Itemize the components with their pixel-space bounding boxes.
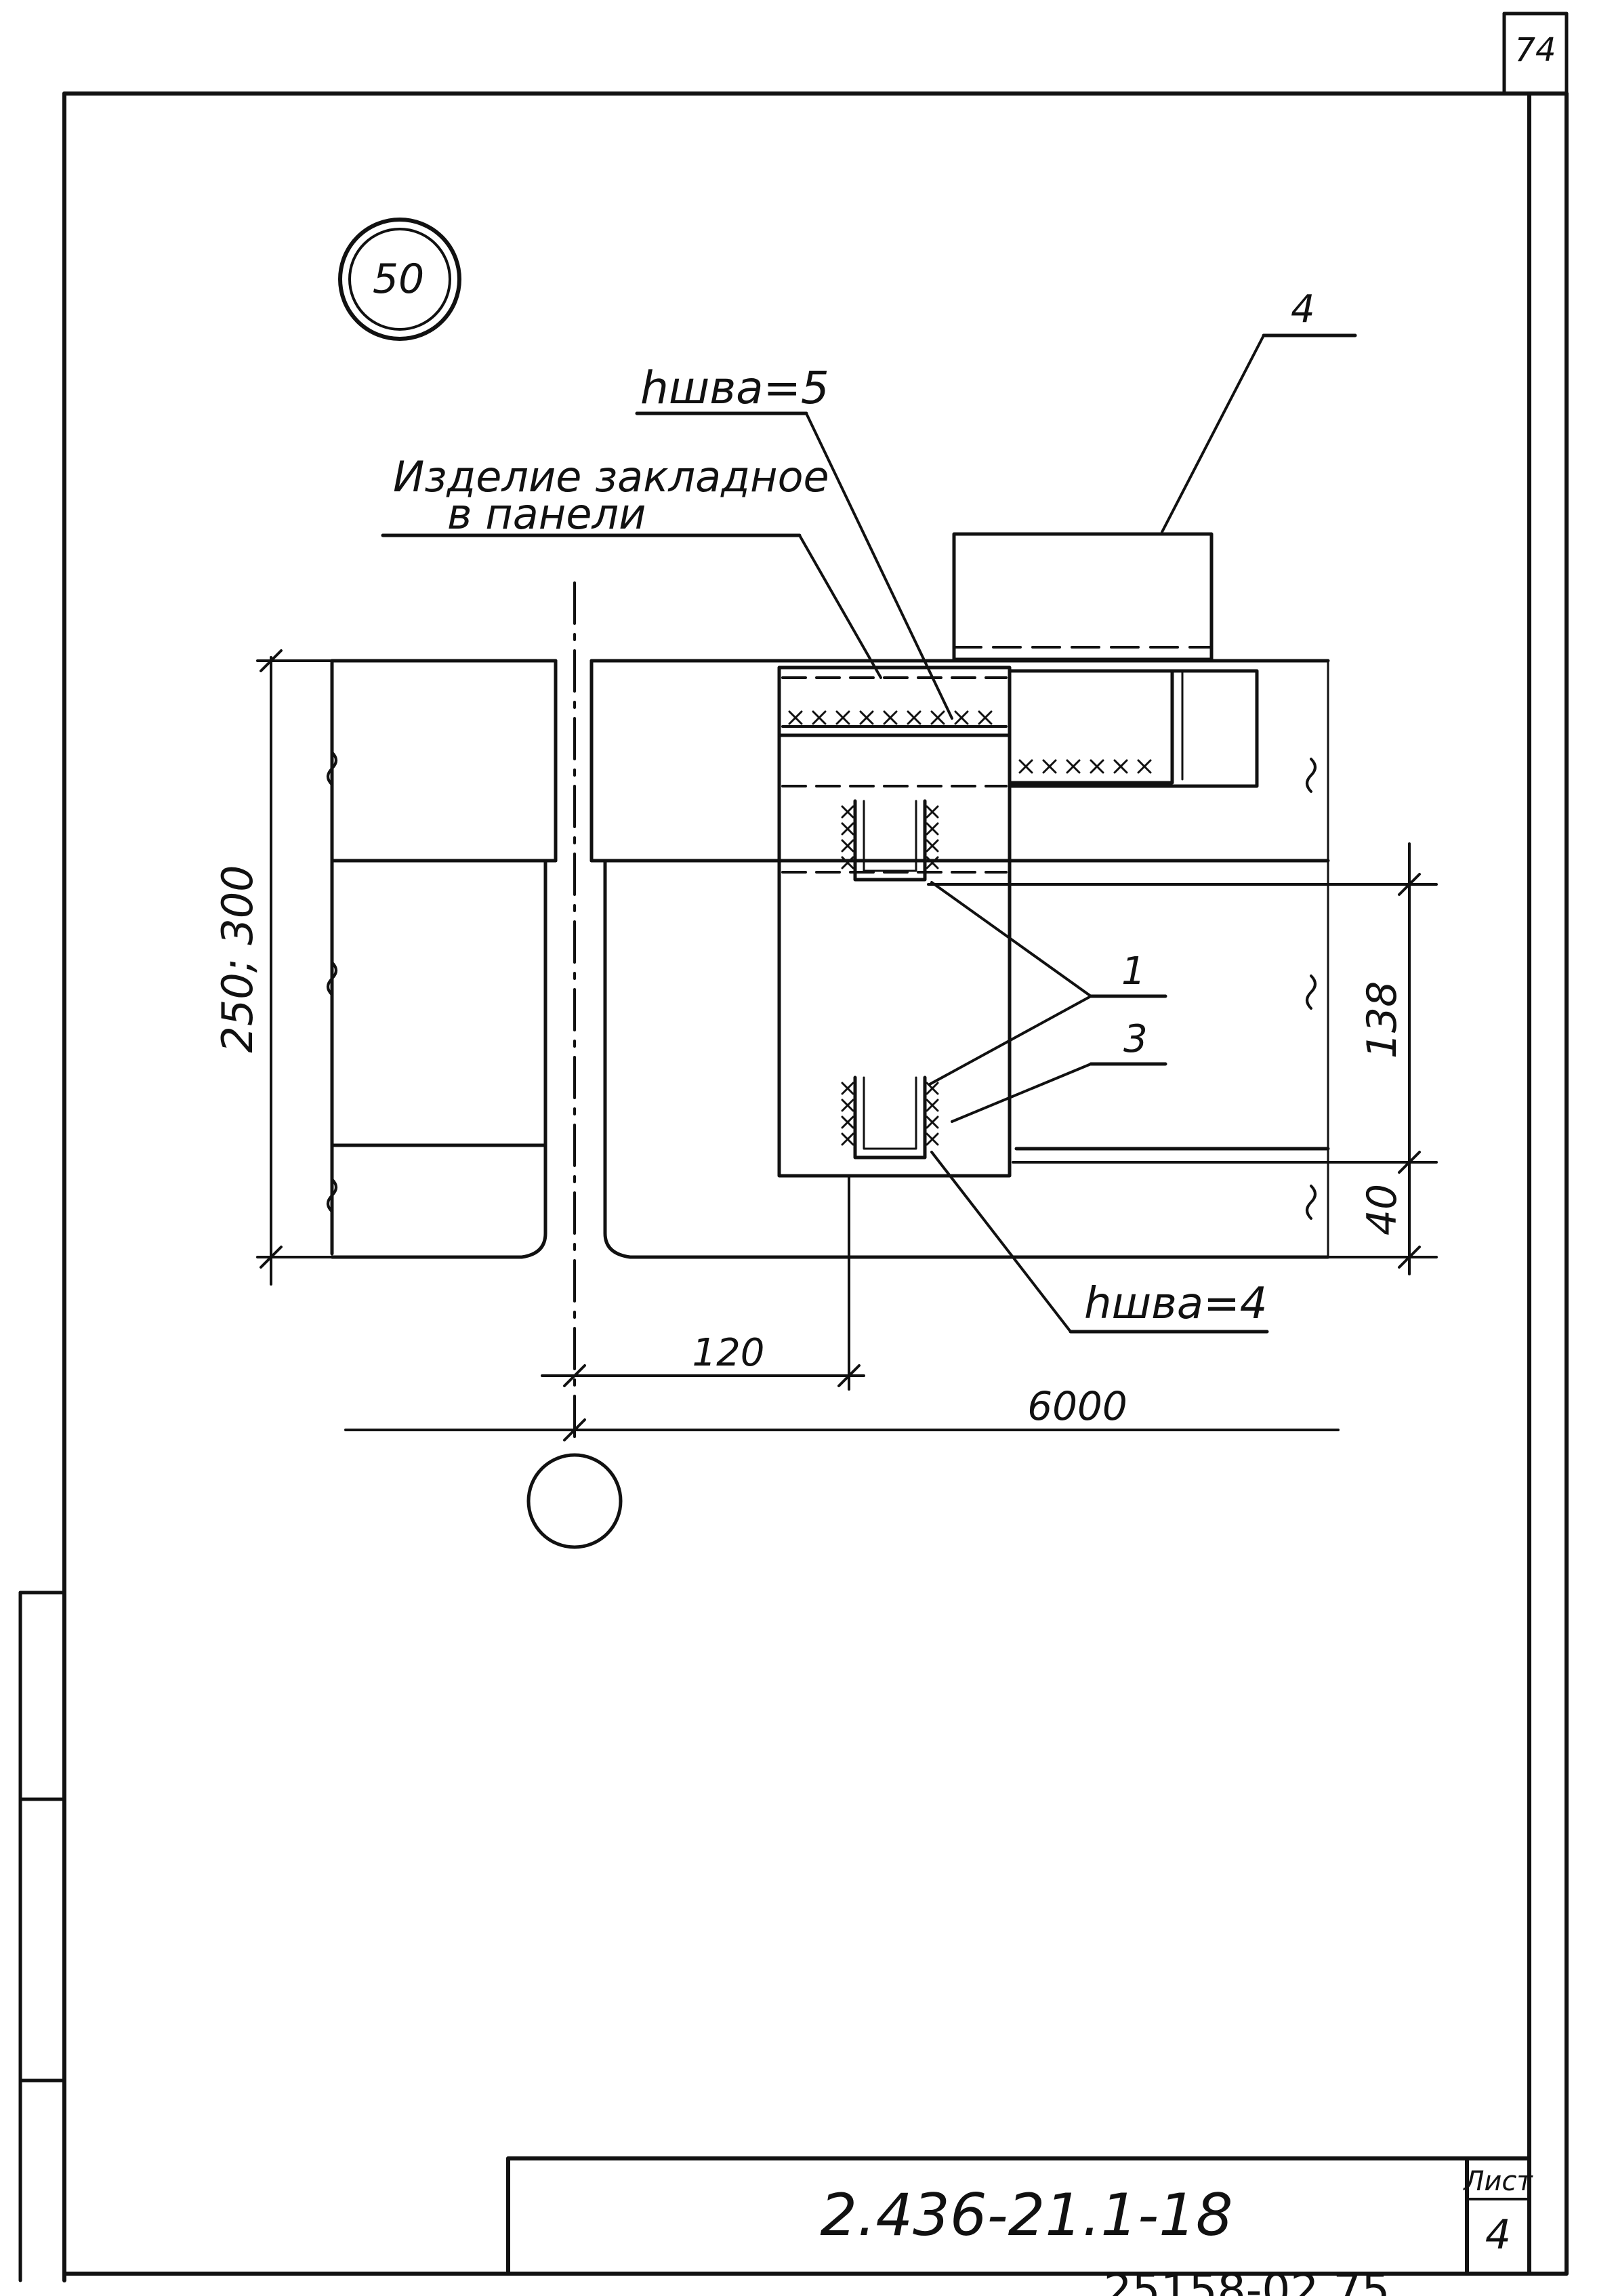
dimension-plate-height-label: 138 — [1359, 981, 1406, 1059]
dimension-span — [344, 1418, 1340, 1441]
sheet-label: Лист — [1462, 2166, 1533, 2197]
dimension-panel-height — [256, 649, 340, 1286]
panel-outline — [330, 659, 1330, 1259]
weld-crosses-top — [781, 710, 1152, 774]
embedded-plate-3 — [777, 665, 1012, 1178]
position-4-label: 4 — [1291, 287, 1315, 331]
sheet-frame — [18, 12, 1569, 2282]
dimension-axis-offset-label: 120 — [692, 1331, 765, 1375]
anchor-channel-bottom — [841, 1075, 939, 1160]
detail-marker-label: 50 — [373, 255, 424, 303]
position-1-leader — [928, 881, 1167, 1086]
detail-marker — [338, 218, 461, 341]
sheet-number: 4 — [1485, 2211, 1511, 2259]
anchor-channel-top — [841, 799, 939, 882]
top-element-4 — [952, 532, 1214, 661]
position-4-leader — [1161, 333, 1357, 533]
dimension-span-label: 6000 — [1027, 1383, 1127, 1429]
embedded-part-leader — [381, 533, 882, 679]
position-1-label: 1 — [1121, 949, 1146, 993]
weld-top-label: hшва=5 — [640, 362, 829, 414]
embedded-part-label-line1: Изделие закладное — [393, 452, 829, 501]
weld-bottom-leader — [930, 1151, 1269, 1334]
position-3-leader — [951, 1062, 1167, 1123]
position-3-label: 3 — [1123, 1017, 1148, 1061]
title-block — [506, 2156, 1531, 2276]
dimension-bottom-offset-label: 40 — [1359, 1184, 1406, 1235]
document-code: 2.436-21.1-18 — [820, 2181, 1232, 2249]
sheet-corner-number: 74 — [1514, 31, 1556, 69]
angle-piece — [1008, 669, 1259, 788]
dimension-axis-offset — [541, 1174, 865, 1391]
dimension-panel-height-label: 250; 300 — [213, 865, 262, 1052]
embedded-part-label-line2: в панели — [447, 489, 646, 539]
weld-bottom-label: hшва=4 — [1084, 1279, 1267, 1329]
break-marks — [327, 751, 1317, 1220]
axis-marker-circle — [526, 1453, 623, 1549]
dimension-right-chain — [927, 842, 1438, 1275]
archive-number: 25158-02 75 — [1104, 2264, 1390, 2296]
